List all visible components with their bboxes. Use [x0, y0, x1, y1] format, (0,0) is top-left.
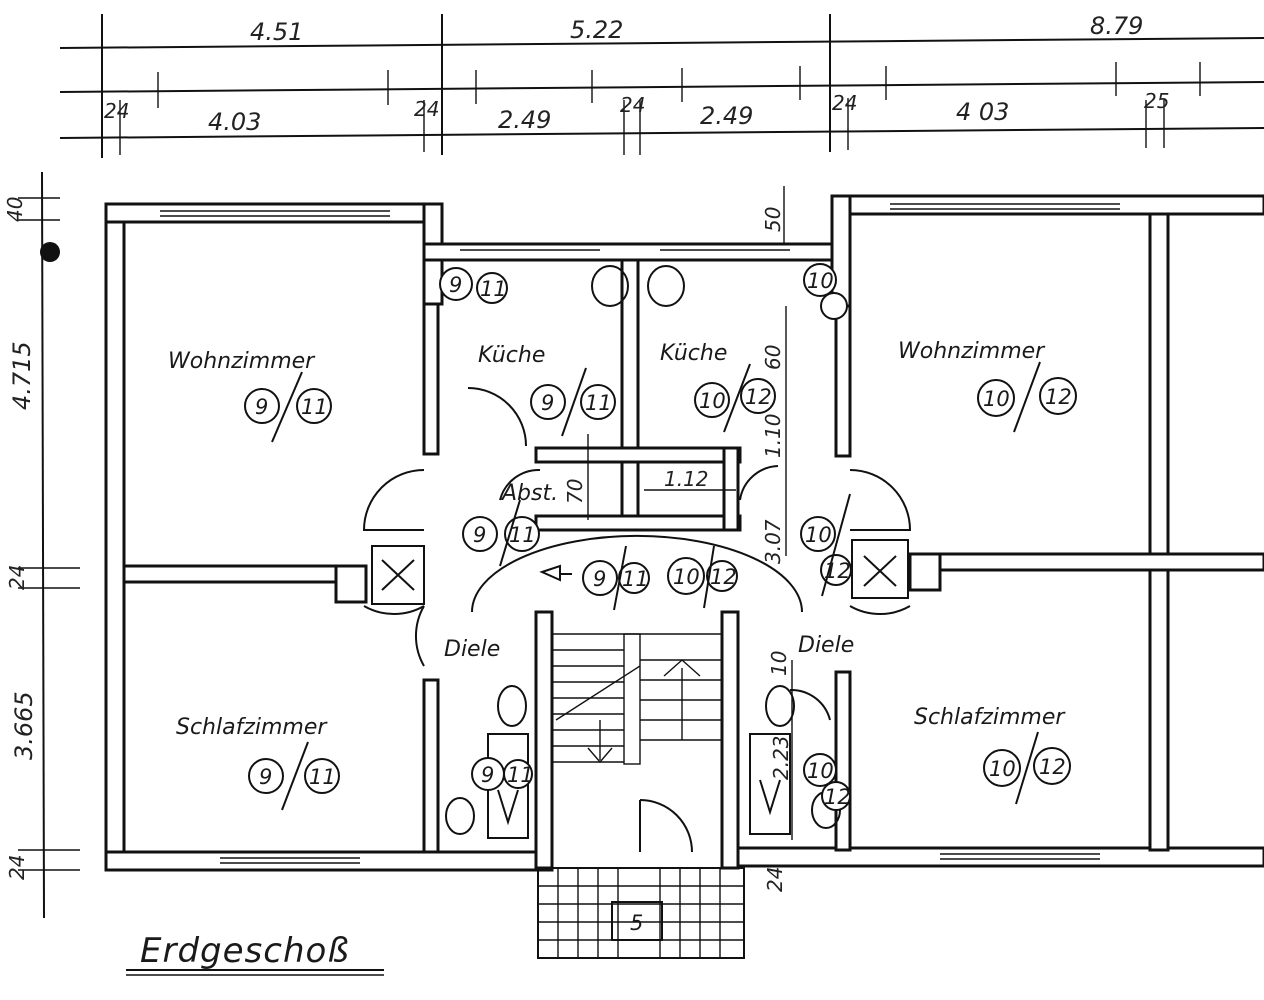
unit-marker-wohn-right: 10 12 [977, 361, 1077, 433]
unit-number: 9 [449, 273, 462, 297]
room-schlafzimmer-right: Schlafzimmer [914, 705, 1066, 730]
dim-top-1: 4.51 [250, 18, 303, 46]
windows [160, 203, 1120, 864]
unit-number: 12 [710, 565, 737, 589]
entrance-number: 5 [630, 911, 643, 935]
unit-number: 9 [255, 395, 268, 419]
room-kueche-right: Küche [660, 341, 727, 366]
dim-bottom-9: 25 [1144, 89, 1169, 113]
unit-marker-bath-right: 10 12 [803, 753, 851, 811]
doors [362, 387, 912, 853]
dim-inner-223: 2.23 [769, 735, 793, 780]
unit-number: 9 [481, 763, 494, 787]
unit-number: 11 [585, 391, 612, 415]
unit-marker-schlaf-right: 10 12 [983, 731, 1071, 805]
dim-left-2: 4.715 [8, 341, 36, 410]
dim-bottom-8: 4 03 [956, 98, 1009, 126]
chimney-left [371, 545, 425, 605]
unit-marker-kueche-left: 9 11 [530, 367, 616, 437]
dim-inner-60: 60 [761, 345, 785, 370]
dim-inner-70: 70 [563, 479, 587, 504]
dim-bottom-4: 2.49 [498, 106, 551, 134]
unit-number: 12 [745, 385, 772, 409]
unit-number: 10 [807, 269, 834, 293]
unit-number: 10 [699, 389, 726, 413]
unit-number: 9 [593, 567, 606, 591]
unit-number: 12 [1039, 755, 1066, 779]
unit-number: 10 [673, 565, 700, 589]
dim-inner-110: 1.10 [761, 413, 785, 458]
dim-bottom-3: 24 [414, 97, 439, 121]
inner-dimension-lines [587, 186, 793, 840]
dim-bottom-2: 4.03 [208, 108, 261, 136]
unit-marker-kueche-right: 10 12 [694, 363, 776, 433]
dim-top-2: 5.22 [570, 16, 623, 44]
room-wohnzimmer-right: Wohnzimmer [898, 339, 1046, 364]
walls [104, 194, 1264, 872]
unit-marker-schlaf-left: 9 11 [248, 741, 340, 811]
dim-bottom-7: 24 [832, 91, 857, 115]
unit-number: 12 [824, 559, 851, 583]
room-diele-left: Diele [444, 637, 500, 662]
dim-inner-10: 10 [767, 651, 791, 676]
unit-number: 10 [989, 757, 1016, 781]
unit-number: 11 [622, 567, 649, 591]
staircase [552, 633, 722, 765]
room-abstell: Abst. [500, 481, 558, 506]
fixtures [445, 265, 841, 839]
unit-number: 11 [309, 765, 336, 789]
unit-number: 9 [541, 391, 554, 415]
unit-number: 11 [507, 763, 534, 787]
unit-marker-bath-left: 9 11 [471, 757, 534, 791]
dim-inner-50: 50 [761, 207, 785, 232]
dim-inner-112: 1.12 [664, 467, 709, 491]
unit-marker-wohn-left: 9 11 [244, 371, 332, 443]
unit-number: 9 [473, 523, 486, 547]
dim-bottom-6: 2.49 [700, 102, 753, 130]
unit-marker-corridor-left: 9 11 [582, 545, 650, 611]
unit-marker-corridor-right: 10 12 [667, 545, 738, 609]
room-diele-right: Diele [798, 633, 854, 658]
dim-top-3: 8.79 [1090, 12, 1143, 40]
unit-marker-diele-right: 10 12 [800, 493, 852, 597]
unit-number: 11 [480, 277, 507, 301]
unit-number: 11 [509, 523, 536, 547]
unit-number: 9 [259, 765, 272, 789]
unit-marker-abst: 9 11 [462, 499, 540, 567]
room-wohnzimmer-left: Wohnzimmer [168, 349, 316, 374]
room-schlafzimmer-left: Schlafzimmer [176, 715, 328, 740]
dim-inner-24: 24 [763, 867, 787, 892]
dim-bottom-5: 24 [620, 93, 645, 117]
entrance-steps [537, 867, 745, 959]
room-kueche-left: Küche [478, 343, 545, 368]
dim-left-4: 3.665 [10, 691, 38, 760]
dim-left-3: 24 [5, 565, 29, 590]
unit-number: 10 [983, 387, 1010, 411]
unit-number: 10 [805, 523, 832, 547]
dim-left-5: 24 [5, 855, 29, 880]
dim-left-1: 40 [3, 197, 27, 222]
unit-number: 10 [807, 759, 834, 783]
unit-marker-kitchen-corner-right: 10 [803, 263, 848, 320]
unit-marker-kitchen-corner-left: 9 11 [439, 267, 508, 304]
plan-title: Erdgeschoß [140, 931, 350, 971]
chimney-right [851, 539, 909, 599]
unit-number: 12 [824, 785, 851, 809]
dim-bottom-1: 24 [104, 99, 129, 123]
unit-number: 12 [1045, 385, 1072, 409]
unit-number: 11 [301, 395, 328, 419]
left-dimension-lines [18, 171, 80, 919]
dim-inner-307: 3.07 [761, 519, 785, 564]
top-dimension-lines [59, 14, 1264, 158]
